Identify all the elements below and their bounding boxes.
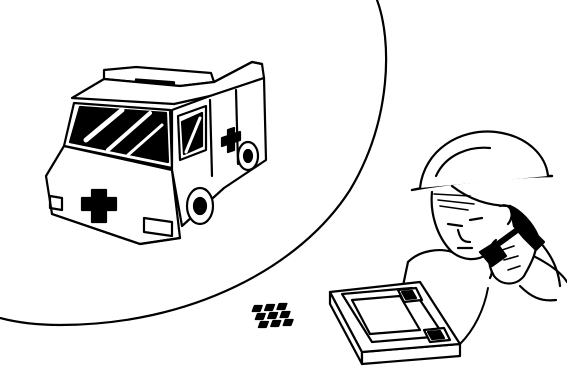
worker-icon [400,132,567,301]
ambulance-icon [46,62,266,244]
telephone-icon [253,282,488,364]
